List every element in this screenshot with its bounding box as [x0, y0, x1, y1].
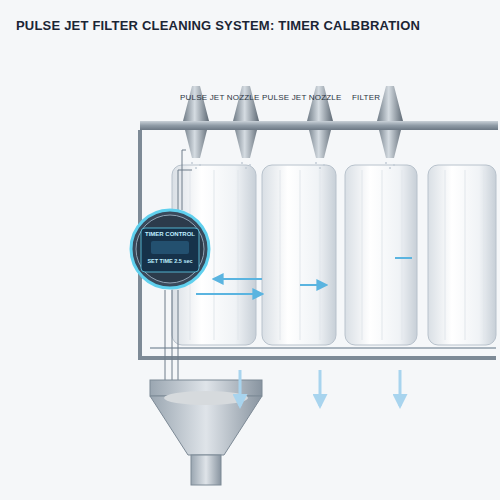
flow-arrow — [239, 370, 242, 406]
timer-face — [136, 215, 204, 283]
timer-dial — [129, 208, 211, 290]
part-label: PULSE JET NOZZLE — [180, 93, 260, 102]
timer-bezel — [131, 210, 209, 288]
flow-arrow — [399, 370, 402, 406]
timer-screen — [141, 228, 199, 272]
flow-arrow — [319, 370, 322, 406]
filter-bag — [428, 165, 496, 345]
air-spray — [191, 162, 395, 169]
filter-bags — [172, 165, 496, 345]
node-heading: TIMER CONTROL — [142, 231, 198, 238]
housing-frame — [140, 130, 496, 358]
part-label: PULSE JET NOZZLE — [262, 93, 342, 102]
air-flow-arrows — [196, 258, 412, 294]
filter-pleats — [190, 170, 484, 340]
discharge-arrows — [240, 370, 400, 406]
diagram-title: PULSE JET FILTER CLEANING SYSTEM: TIMER … — [16, 18, 420, 33]
hopper-outlet — [191, 455, 221, 485]
compressed-air-header — [140, 121, 498, 130]
digital-readout — [151, 241, 189, 254]
dust-pile — [164, 391, 248, 405]
flow-arrow — [214, 278, 262, 280]
flow-arrow — [196, 293, 262, 295]
dust-hopper — [150, 380, 262, 485]
part-label: FILTER — [352, 93, 380, 102]
flow-arrow — [395, 257, 412, 259]
setting-text: SET TIME 2.5 sec — [140, 258, 200, 264]
pulse-jet-nozzle — [377, 86, 403, 158]
timer-control: TIMER CONTROL SET TIME 2.5 sec — [129, 208, 211, 290]
filter-bag — [262, 165, 336, 345]
filter-bag — [345, 165, 417, 345]
tube-sheet — [150, 347, 496, 349]
flow-arrow — [300, 284, 326, 286]
